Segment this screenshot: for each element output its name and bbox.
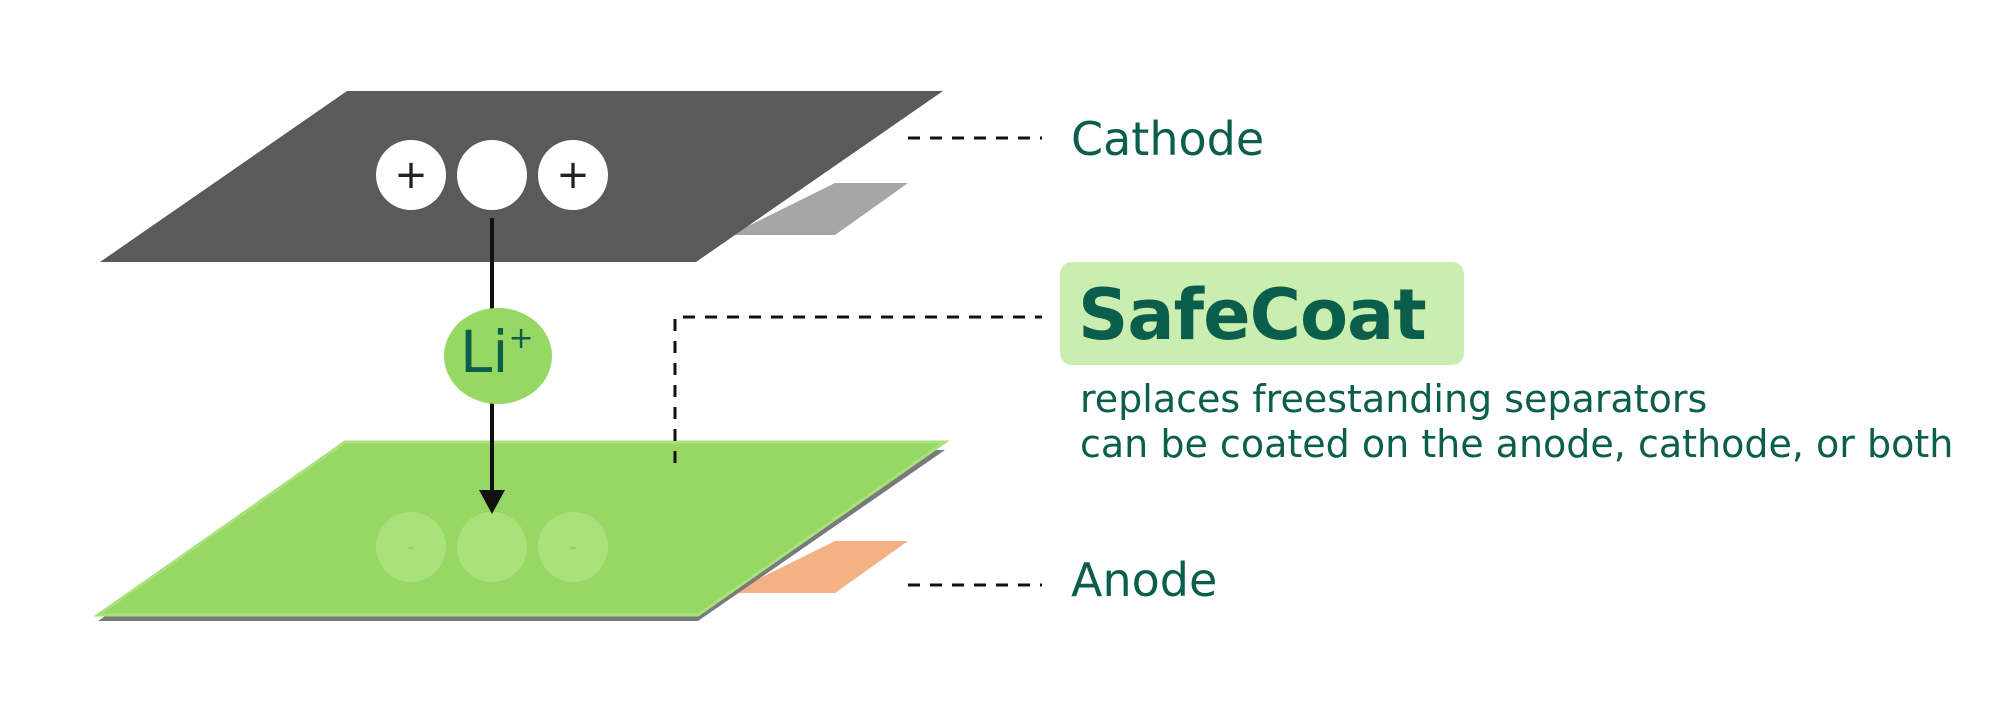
anode-tab <box>730 541 908 593</box>
safecoat-description-line-1: replaces freestanding separators <box>1080 377 1708 421</box>
plus-icon: + <box>556 152 590 198</box>
safecoat-title: SafeCoat <box>1078 274 1427 356</box>
plus-icon: + <box>394 152 428 198</box>
anode-circle-1 <box>376 512 446 582</box>
cathode-tab <box>730 183 908 235</box>
safecoat-leader-line <box>673 315 1042 463</box>
arrow-head-icon <box>479 490 505 514</box>
minus-icon: - <box>568 532 578 562</box>
minus-icon: - <box>406 532 416 562</box>
cathode-circle-3 <box>538 140 608 210</box>
cathode-circle-2 <box>457 140 527 210</box>
lithium-ion-label: Li+ <box>460 318 534 386</box>
anode-circle-3 <box>538 512 608 582</box>
lithium-ion <box>444 308 552 404</box>
safecoat-description-line-2: can be coated on the anode, cathode, or … <box>1080 422 1954 466</box>
anode-circle-2 <box>457 512 527 582</box>
cathode-circle-1 <box>376 140 446 210</box>
ion-charge: + <box>508 321 534 356</box>
cathode-label: Cathode <box>1071 112 1265 166</box>
anode-label: Anode <box>1071 553 1218 607</box>
ion-symbol: Li <box>460 318 509 386</box>
safecoat-badge <box>1060 262 1464 365</box>
